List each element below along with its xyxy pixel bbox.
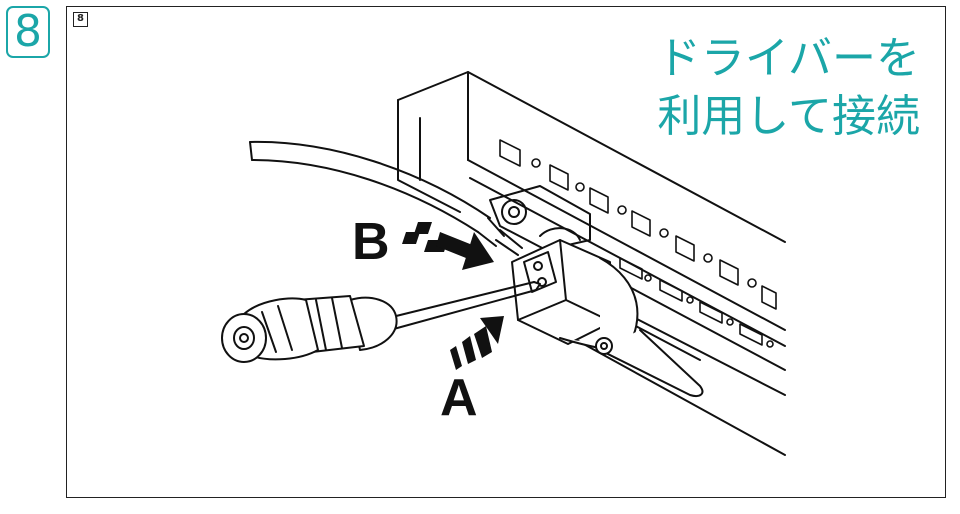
mounting-bracket xyxy=(489,185,591,251)
connector-block xyxy=(511,239,704,397)
arrow-b xyxy=(402,222,494,270)
label-a: A xyxy=(440,369,478,427)
arrow-a xyxy=(450,316,504,370)
illustration-frame xyxy=(66,6,946,498)
label-b: B xyxy=(352,213,390,271)
instruction-caption: ドライバーを 利用して接続 xyxy=(657,30,920,146)
figure-number-badge: 8 xyxy=(73,12,88,27)
step-number-badge: 8 xyxy=(6,6,50,58)
caption-line-2: 利用して接続 xyxy=(657,91,920,142)
caption-line-1: ドライバーを xyxy=(656,33,920,84)
rail-holes xyxy=(499,139,777,348)
screwdriver xyxy=(221,281,541,363)
power-cable xyxy=(249,140,523,256)
step-number: 8 xyxy=(14,6,42,57)
